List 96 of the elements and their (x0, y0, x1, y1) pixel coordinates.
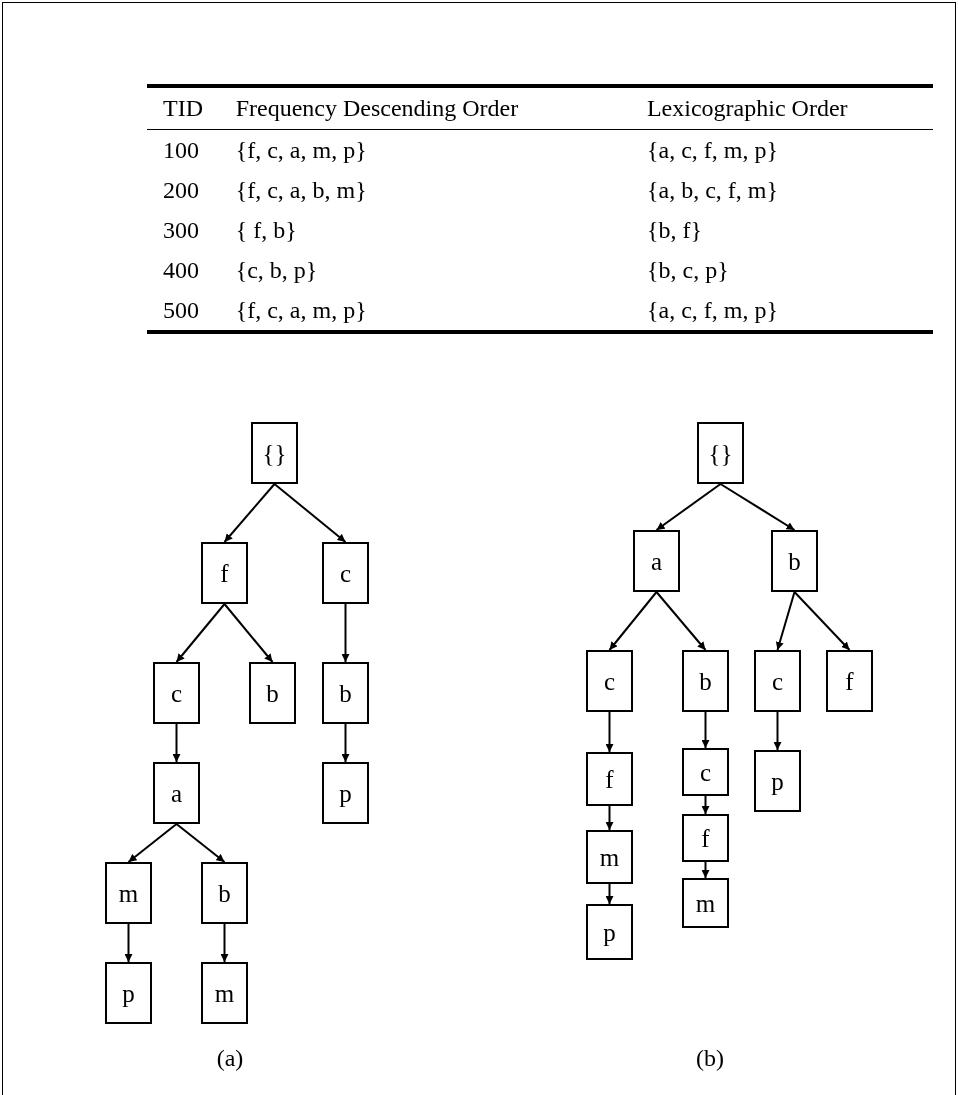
arrow (701, 711, 710, 749)
node-label: b (699, 668, 712, 694)
table-cell-text: {a, c, f, m, p} (646, 137, 778, 163)
tree-node-box (586, 830, 633, 884)
arrow (793, 591, 851, 651)
arrow (273, 483, 347, 543)
arrow (605, 805, 614, 831)
tree-node-box (251, 422, 298, 484)
column-header: TID (163, 95, 203, 121)
tree-node-box (633, 530, 680, 592)
node-label: {} (708, 440, 733, 466)
tree-node-box (754, 650, 801, 712)
node-label: b (788, 548, 801, 574)
table-cell-text: 500 (163, 297, 199, 323)
arrow (223, 603, 274, 663)
node-label: f (845, 668, 854, 694)
tree-node-box (682, 878, 729, 928)
arrow (175, 603, 226, 663)
tree-node-box (201, 962, 248, 1024)
node-label: p (122, 980, 135, 1006)
table-cell-text: {f, c, a, m, p} (235, 297, 367, 323)
table-cell-text: {b, c, p} (646, 257, 729, 283)
arrow (775, 591, 796, 651)
tree-node-box (826, 650, 873, 712)
arrow (341, 723, 350, 763)
arrow (124, 923, 133, 963)
table-cell-text: 200 (163, 177, 199, 203)
tree-node-box (201, 542, 248, 604)
arrow (608, 591, 658, 651)
tree-node-box (153, 662, 200, 724)
tree-node-box (586, 650, 633, 712)
node-label: f (701, 825, 710, 851)
arrow (127, 823, 178, 863)
tree-node-box (754, 750, 801, 812)
node-label: p (339, 780, 352, 806)
arrow (605, 711, 614, 753)
node-label: f (220, 560, 229, 586)
column-header: Lexicographic Order (646, 95, 848, 121)
node-label: m (695, 890, 716, 916)
tree-node-box (105, 862, 152, 924)
table-cell-text: 300 (163, 217, 199, 243)
arrow (175, 823, 226, 863)
table-cell-text: 400 (163, 257, 199, 283)
table-cell-text: {c, b, p} (235, 257, 318, 283)
tree-node-box (153, 762, 200, 824)
table-cell-text: {f, c, a, m, p} (235, 137, 367, 163)
table-cell-text: {f, c, a, b, m} (235, 177, 367, 203)
tree-node-box (682, 814, 729, 862)
tree-node-box (105, 962, 152, 1024)
node-label: c (771, 668, 784, 694)
subfigure-caption: (b) (696, 1045, 724, 1072)
tree-node-box (586, 752, 633, 806)
column-header: Frequency Descending Order (235, 95, 519, 121)
tree-node-box (682, 748, 729, 796)
table-cell-text: {a, b, c, f, m} (646, 177, 778, 203)
arrow (655, 483, 722, 531)
node-label: c (699, 759, 712, 785)
table-cell-text: 100 (163, 137, 199, 163)
tree-node-box (682, 650, 729, 712)
tree-node-box (322, 542, 369, 604)
tree-node-box (249, 662, 296, 724)
arrow (220, 923, 229, 963)
subfigure-caption: (a) (216, 1045, 244, 1072)
arrow (701, 861, 710, 879)
node-label: b (218, 880, 231, 906)
node-label: m (118, 880, 139, 906)
node-label: c (339, 560, 352, 586)
node-label: m (214, 980, 235, 1006)
node-label: a (170, 780, 183, 806)
node-label: {} (262, 440, 287, 466)
node-label: f (605, 766, 614, 792)
arrow (341, 603, 350, 663)
table-cell-text: {a, c, f, m, p} (646, 297, 778, 323)
arrow (773, 711, 782, 751)
arrow (655, 591, 707, 651)
arrow (605, 883, 614, 905)
node-label: b (266, 680, 279, 706)
arrow (172, 723, 181, 763)
tree-node-box (586, 904, 633, 960)
table-cell-text: {b, f} (646, 217, 702, 243)
node-label: c (170, 680, 183, 706)
node-label: m (599, 844, 620, 870)
node-label: a (650, 548, 663, 574)
table-cell-text: { f, b} (235, 217, 297, 243)
tree-node-box (322, 662, 369, 724)
arrow (701, 795, 710, 815)
node-label: b (339, 680, 352, 706)
node-label: p (603, 919, 616, 945)
arrow (719, 483, 796, 531)
tree-node-box (771, 530, 818, 592)
arrow (223, 483, 276, 543)
node-label: c (603, 668, 616, 694)
tree-node-box (201, 862, 248, 924)
tree-node-box (322, 762, 369, 824)
tree-node-box (697, 422, 744, 484)
node-label: p (771, 768, 784, 794)
